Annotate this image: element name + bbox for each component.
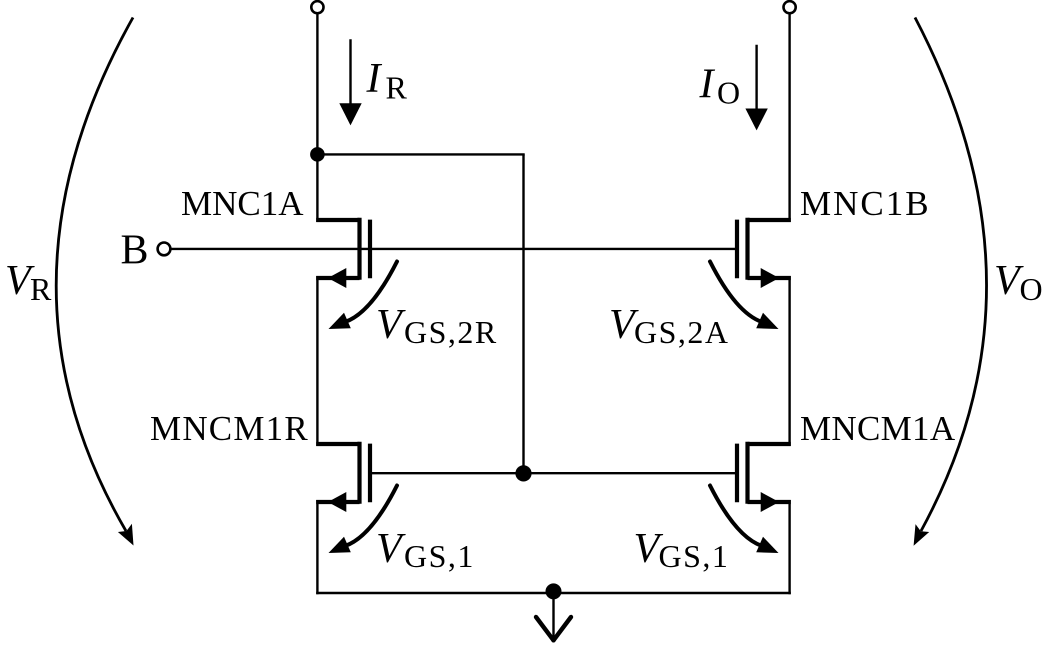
svg-text:O: O <box>717 75 740 111</box>
svg-text:I: I <box>366 56 383 102</box>
svg-text:V: V <box>994 258 1024 304</box>
svg-text:R: R <box>30 271 52 307</box>
svg-text:V: V <box>634 526 664 572</box>
svg-text:O: O <box>1020 271 1043 307</box>
svg-text:V: V <box>376 302 406 348</box>
svg-text:GS,2A: GS,2A <box>634 314 730 350</box>
svg-text:V: V <box>609 302 639 348</box>
svg-text:B: B <box>121 228 149 274</box>
svg-text:I: I <box>699 62 716 108</box>
svg-text:MNCM1A: MNCM1A <box>800 409 956 448</box>
svg-text:V: V <box>5 258 35 304</box>
svg-text:R: R <box>386 70 408 106</box>
svg-text:MNC1A: MNC1A <box>181 184 304 223</box>
svg-text:MNCM1R: MNCM1R <box>150 409 309 448</box>
svg-text:V: V <box>376 526 406 572</box>
svg-text:GS,2R: GS,2R <box>404 314 498 350</box>
svg-text:MNC1B: MNC1B <box>800 184 931 223</box>
svg-text:GS,1: GS,1 <box>404 538 475 574</box>
svg-text:GS,1: GS,1 <box>659 538 730 574</box>
